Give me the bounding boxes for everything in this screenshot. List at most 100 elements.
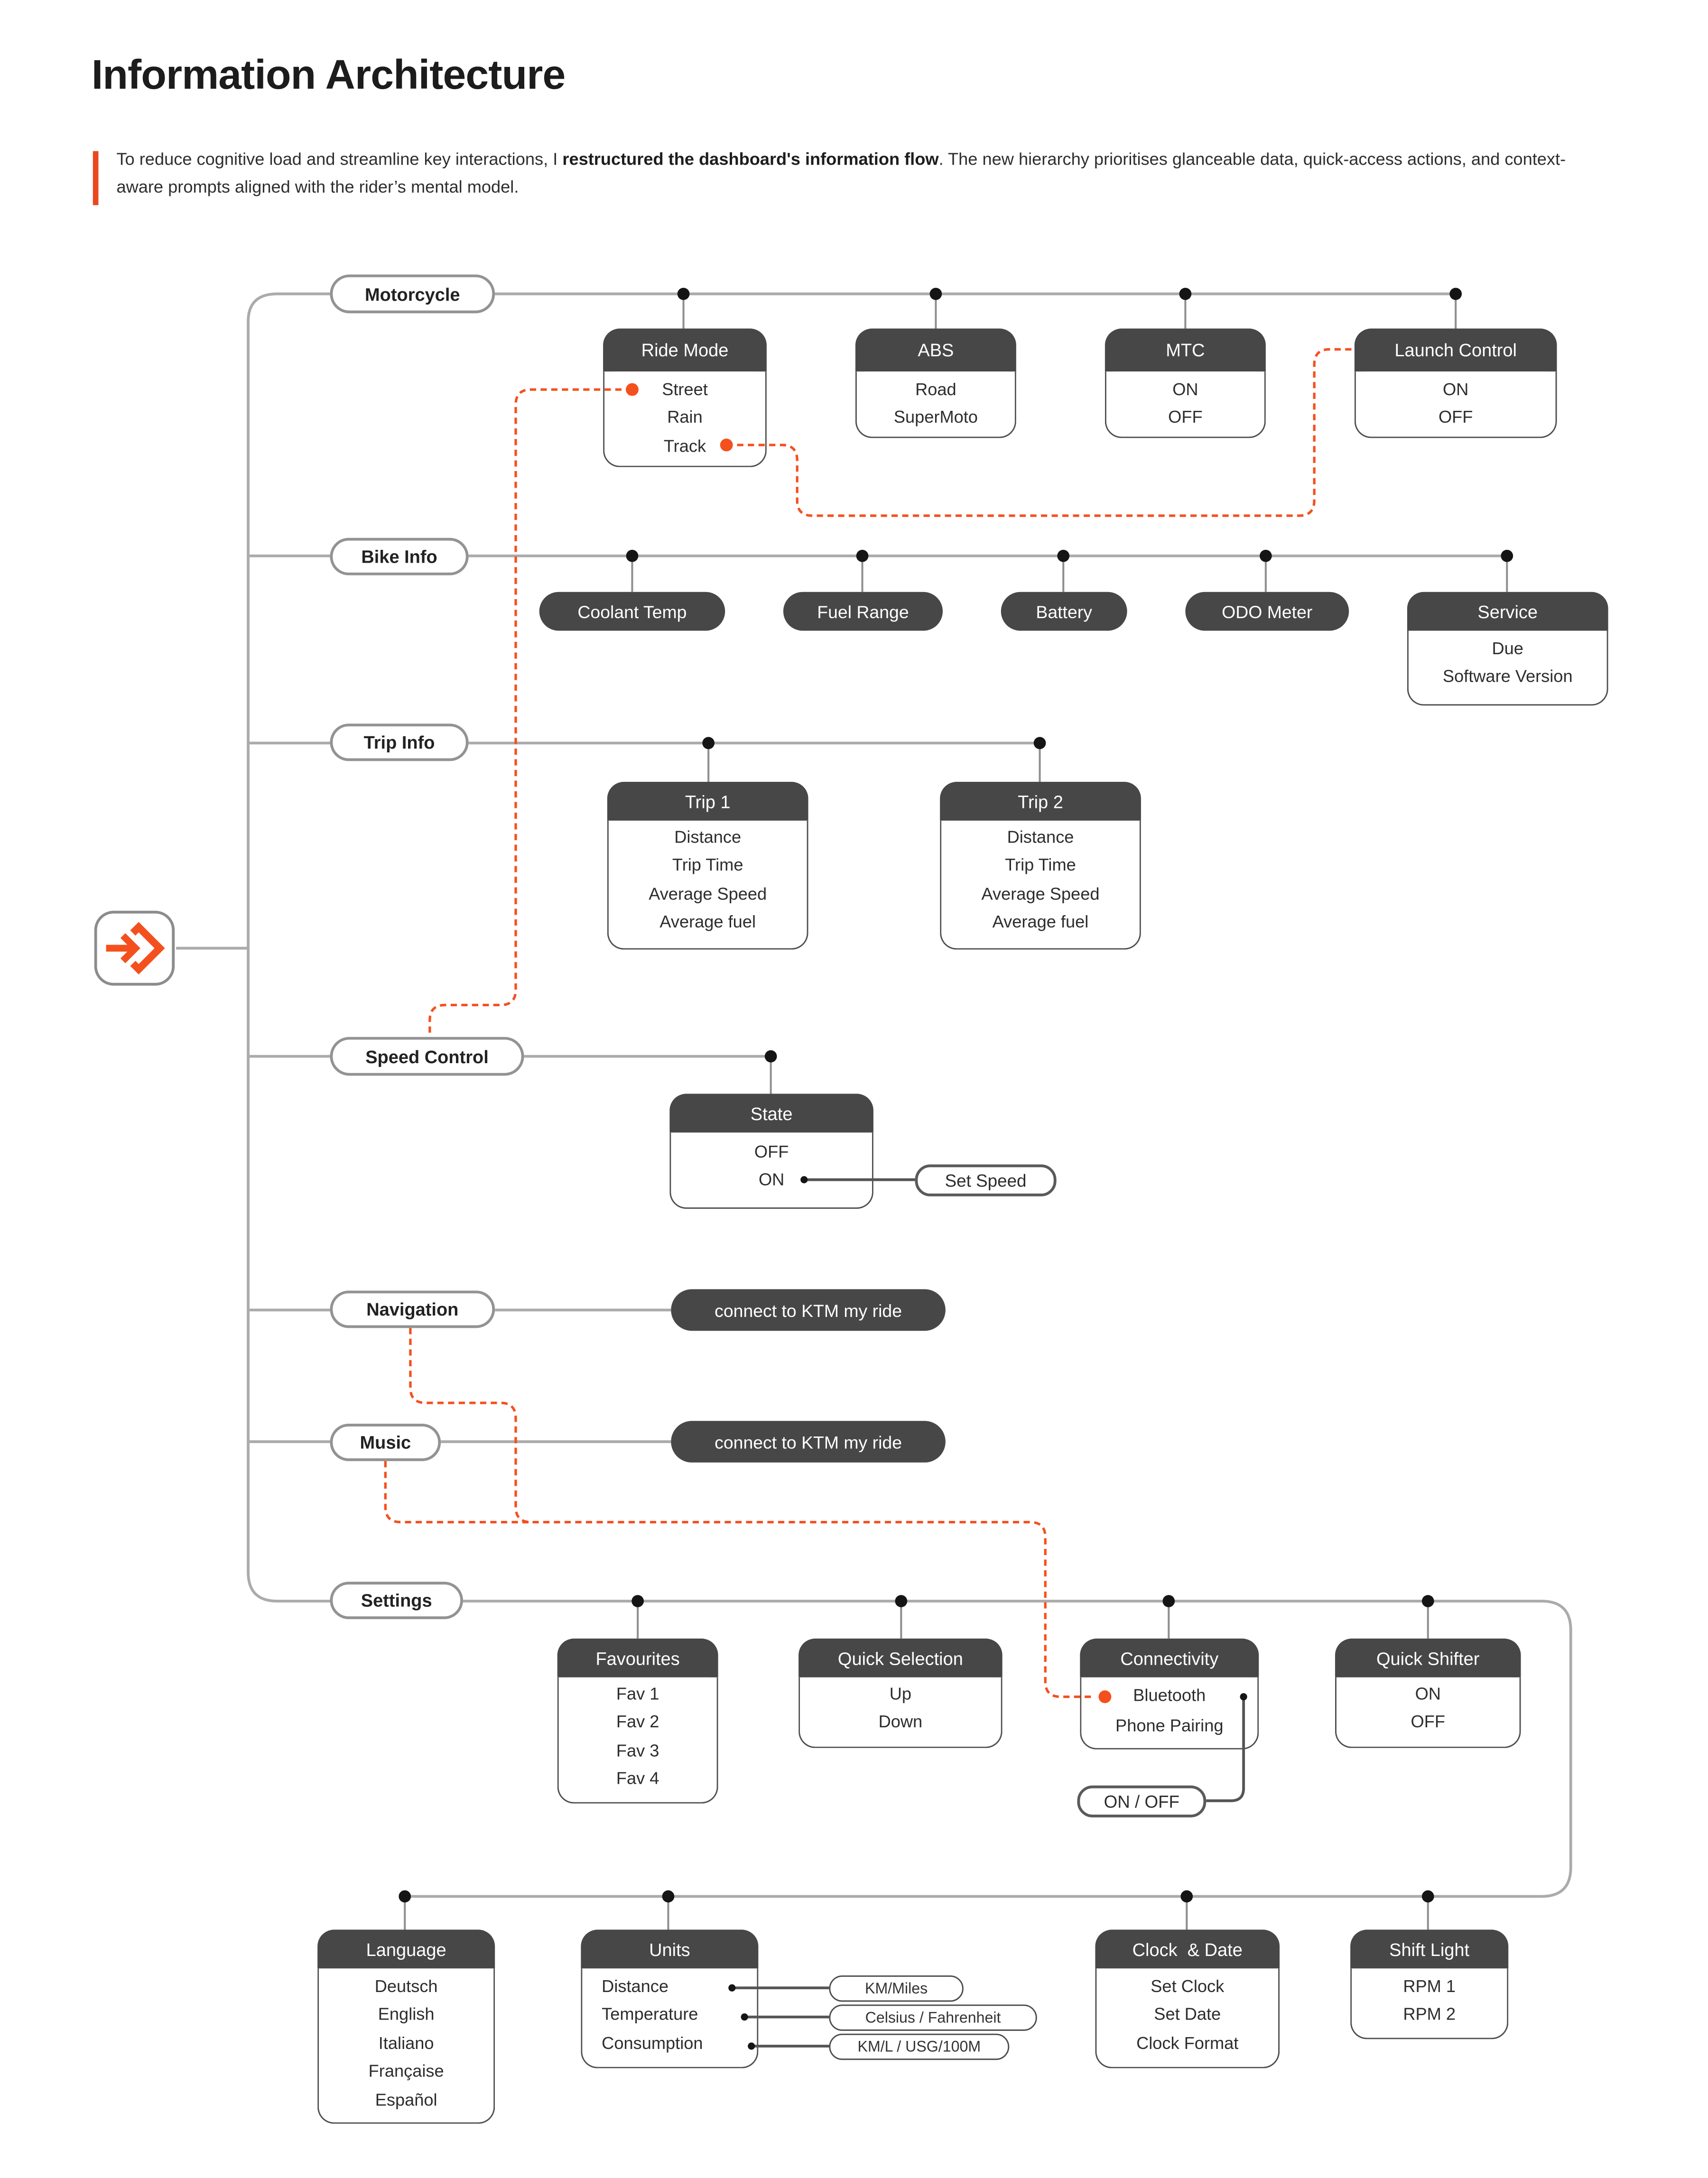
ride-mode-item: Rain (667, 408, 703, 428)
node-quick-selection-title: Quick Selection (798, 1638, 1003, 1678)
ride-mode-item: Street (662, 380, 708, 399)
node-clock-date-title: Clock & Date (1095, 1929, 1280, 1969)
node-fuel-range: Fuel Range (783, 592, 943, 631)
ride-mode-item: Track (663, 436, 706, 456)
abs-item: Road (915, 380, 956, 399)
node-abs: ABS Road SuperMoto (855, 328, 1016, 438)
node-on-off: ON / OFF (1077, 1785, 1207, 1817)
launch-control-item: OFF (1438, 408, 1473, 428)
node-mtc: MTC ON OFF (1105, 328, 1266, 438)
node-connect-ktm-my-ride-music: connect to KTM my ride (671, 1421, 946, 1463)
enter-arrow-diamond-icon (106, 922, 165, 975)
trip-2-item: Trip Time (1005, 856, 1076, 876)
branch-motorcycle: Motorcycle (330, 274, 495, 314)
node-shift-light-title: Shift Light (1350, 1929, 1509, 1969)
launch-control-item: ON (1443, 380, 1469, 399)
node-trip-2-title: Trip 2 (940, 782, 1141, 821)
node-units: Units Distance Temperature Consumption (581, 1929, 759, 2068)
clock-date-item: Clock Format (1136, 2033, 1239, 2053)
node-km-miles: KM/Miles (829, 1975, 964, 2002)
trip-2-item: Average Speed (981, 884, 1100, 904)
node-state: State OFF ON (669, 1094, 873, 1209)
trip-2-item: Average fuel (992, 912, 1089, 932)
node-ride-mode: Ride Mode Street Rain Track (603, 328, 767, 467)
branch-bike-info: Bike Info (330, 538, 469, 575)
trip-2-item: Distance (1007, 827, 1074, 847)
connectivity-item: Bluetooth (1133, 1686, 1206, 1705)
node-battery: Battery (1001, 592, 1127, 631)
node-trip-1-title: Trip 1 (607, 782, 808, 821)
branch-speed-control: Speed Control (330, 1037, 524, 1076)
node-launch-control: Launch Control ON OFF (1354, 328, 1557, 438)
favourites-item: Fav 4 (616, 1769, 659, 1789)
node-trip-2: Trip 2 Distance Trip Time Average Speed … (940, 782, 1141, 950)
node-quick-selection: Quick Selection Up Down (798, 1638, 1003, 1748)
language-item: Française (368, 2061, 444, 2081)
units-item: Distance (602, 1976, 669, 1996)
quick-selection-item: Down (878, 1712, 923, 1732)
node-quick-shifter-title: Quick Shifter (1335, 1638, 1521, 1678)
shift-light-item: RPM 1 (1403, 1976, 1456, 1996)
node-units-title: Units (581, 1929, 759, 1969)
node-state-title: State (669, 1094, 873, 1133)
quick-shifter-item: OFF (1411, 1712, 1445, 1732)
intro-paragraph: To reduce cognitive load and streamline … (116, 147, 1566, 202)
node-celsius-fahrenheit: Celsius / Fahrenheit (829, 2004, 1037, 2031)
service-item: Software Version (1442, 667, 1573, 687)
node-launch-control-title: Launch Control (1354, 328, 1557, 372)
clock-date-item: Set Clock (1151, 1976, 1225, 1996)
branch-music: Music (330, 1423, 441, 1461)
trip-1-item: Average Speed (649, 884, 767, 904)
node-kml-usg: KM/L / USG/100M (829, 2033, 1010, 2060)
mtc-item: ON (1172, 380, 1198, 399)
favourites-item: Fav 3 (616, 1741, 659, 1761)
page-title: Information Architecture (91, 53, 566, 99)
node-set-speed: Set Speed (915, 1164, 1057, 1196)
node-connectivity: Connectivity Bluetooth Phone Pairing (1080, 1638, 1259, 1750)
units-item: Temperature (602, 2005, 698, 2025)
service-item: Due (1492, 639, 1523, 658)
node-shift-light: Shift Light RPM 1 RPM 2 (1350, 1929, 1509, 2039)
node-clock-date: Clock & Date Set Clock Set Date Clock Fo… (1095, 1929, 1280, 2068)
favourites-item: Fav 1 (616, 1684, 659, 1704)
favourites-item: Fav 2 (616, 1712, 659, 1732)
node-favourites: Favourites Fav 1 Fav 2 Fav 3 Fav 4 (557, 1638, 718, 1804)
intro-text-bold: restructured the dashboard's information… (562, 149, 939, 169)
accent-bar (93, 151, 98, 205)
branch-settings: Settings (330, 1582, 463, 1619)
node-coolant-temp: Coolant Temp (539, 592, 725, 631)
abs-item: SuperMoto (893, 408, 978, 428)
state-item: OFF (754, 1142, 789, 1162)
quick-selection-item: Up (889, 1684, 912, 1704)
language-item: Español (375, 2090, 437, 2110)
node-ride-mode-title: Ride Mode (603, 328, 767, 372)
node-trip-1: Trip 1 Distance Trip Time Average Speed … (607, 782, 808, 950)
shift-light-item: RPM 2 (1403, 2005, 1456, 2025)
node-mtc-title: MTC (1105, 328, 1266, 372)
root-node (94, 910, 175, 986)
connectivity-item: Phone Pairing (1115, 1715, 1224, 1735)
trip-1-item: Trip Time (672, 856, 743, 876)
node-favourites-title: Favourites (557, 1638, 718, 1678)
intro-text-2: . The new hierarchy prioritises glanceab… (116, 149, 1566, 197)
state-item: ON (758, 1170, 785, 1190)
node-language-title: Language (317, 1929, 495, 1969)
node-service-title: Service (1407, 592, 1608, 631)
branch-navigation: Navigation (330, 1290, 495, 1328)
node-abs-title: ABS (855, 328, 1016, 372)
language-item: Italiano (378, 2033, 434, 2053)
language-item: English (378, 2005, 435, 2025)
node-quick-shifter: Quick Shifter ON OFF (1335, 1638, 1521, 1748)
cross-link-dashed-lines (384, 348, 1355, 1698)
trip-1-item: Distance (674, 827, 742, 847)
trip-1-item: Average fuel (659, 912, 756, 932)
language-item: Deutsch (374, 1976, 438, 1996)
node-service: Service Due Software Version (1407, 592, 1608, 706)
quick-shifter-item: ON (1415, 1684, 1441, 1704)
mtc-item: OFF (1168, 408, 1203, 428)
units-item: Consumption (602, 2033, 703, 2053)
node-odo-meter: ODO Meter (1185, 592, 1349, 631)
node-connectivity-title: Connectivity (1080, 1638, 1259, 1678)
